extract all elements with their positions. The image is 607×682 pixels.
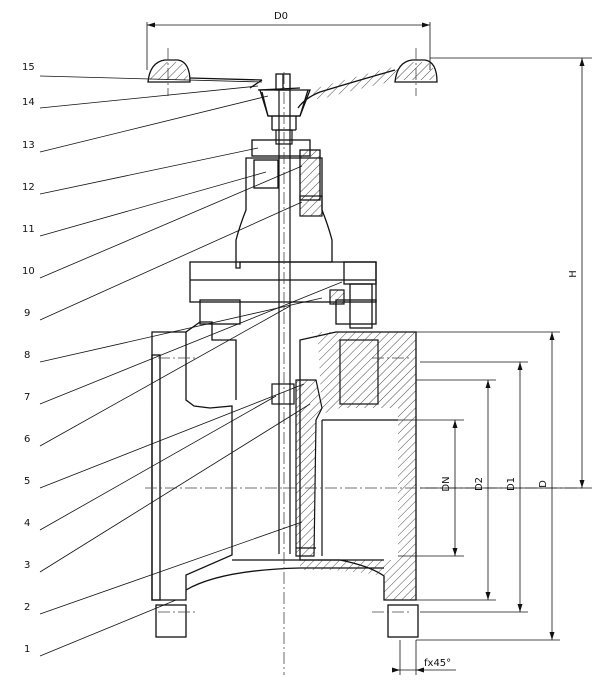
part-label-11: 11 <box>22 224 35 235</box>
dim-chamfer-label: fx45° <box>424 658 451 669</box>
handwheel-nut <box>275 73 291 91</box>
part-label-13: 13 <box>22 140 35 151</box>
wedge-gate <box>271 379 323 557</box>
bonnet-flange <box>189 261 377 329</box>
part-label-5: 5 <box>24 476 30 487</box>
dim-dn-label: DN <box>441 476 452 491</box>
center-lines <box>145 48 585 675</box>
part-label-12: 12 <box>22 182 35 193</box>
dimension-lines <box>146 22 592 675</box>
part-label-4: 4 <box>24 518 30 529</box>
yoke-bonnet <box>235 139 333 269</box>
dimension-arrows <box>147 22 585 673</box>
dim-d-label: D <box>538 480 549 488</box>
part-label-1: 1 <box>24 644 30 655</box>
dim-h-label: H <box>568 270 579 278</box>
part-label-14: 14 <box>22 97 35 108</box>
part-label-9: 9 <box>24 308 30 319</box>
part-label-6: 6 <box>24 434 30 445</box>
part-label-3: 3 <box>24 560 30 571</box>
dim-d1-label: D1 <box>506 477 517 491</box>
body-section-hatch <box>300 332 416 600</box>
part-label-10: 10 <box>22 266 35 277</box>
handwheel-hatch <box>150 62 435 100</box>
dim-d0-label: D0 <box>274 11 288 22</box>
part-label-8: 8 <box>24 350 30 361</box>
part-label-7: 7 <box>24 392 30 403</box>
dim-d2-label: D2 <box>474 477 485 491</box>
part-label-2: 2 <box>24 602 30 613</box>
leader-lines <box>39 75 343 657</box>
bonnet-seal <box>299 195 345 305</box>
part-label-15: 15 <box>22 62 35 73</box>
